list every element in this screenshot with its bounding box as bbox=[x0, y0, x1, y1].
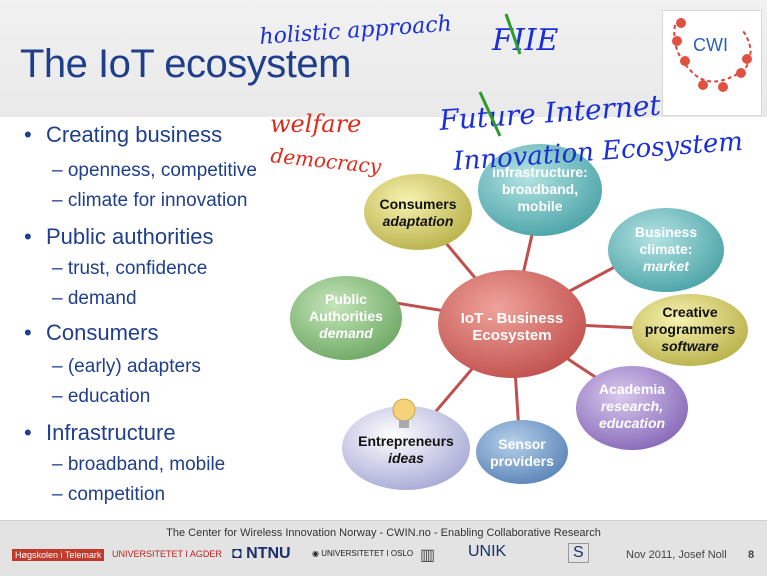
infrastructure-label: infrastructure: broadband, mobile bbox=[492, 164, 588, 214]
cwi-logo-graphic: CWI bbox=[672, 18, 752, 92]
logo-telemark: Høgskolen i Telemark bbox=[12, 549, 105, 561]
bullet-label: Creating business bbox=[46, 122, 223, 147]
logo-oslo: ◉ UNIVERSITETET I OSLO bbox=[312, 549, 414, 558]
sub-bullet: – education bbox=[52, 386, 151, 407]
footer-date-author: Nov 2011, Josef Noll bbox=[626, 549, 727, 561]
bullet-item: •Creating business bbox=[24, 122, 223, 147]
node-consumers bbox=[364, 174, 472, 250]
logo-agder: UNIVERSITETET I AGDER bbox=[112, 549, 222, 559]
node-public-authorities bbox=[290, 276, 402, 360]
cwi-logo: CWI bbox=[662, 10, 762, 116]
sub-bullet-text: (early) adapters bbox=[67, 356, 201, 377]
sub-bullet-text: climate for innovation bbox=[67, 190, 248, 211]
building-icon: ▥ bbox=[420, 547, 436, 564]
bullet-label: Consumers bbox=[46, 320, 159, 345]
center-label: IoT - Business Ecosystem bbox=[460, 310, 564, 344]
cwi-logo-text: CWI bbox=[693, 35, 728, 55]
sub-bullet: – (early) adapters bbox=[52, 356, 201, 377]
sub-bullet-text: competition bbox=[67, 484, 166, 505]
sub-bullet: – broadband, mobile bbox=[52, 454, 226, 475]
sensor-label: Sensor providers bbox=[490, 436, 554, 469]
bullet-label: Infrastructure bbox=[46, 420, 176, 445]
logo-unik: UNIK bbox=[468, 543, 507, 560]
bullet-item: •Infrastructure bbox=[24, 420, 176, 445]
node-academia bbox=[576, 366, 688, 450]
creative-label: Creative programmers software bbox=[644, 304, 736, 354]
page-number: 8 bbox=[748, 549, 755, 561]
sub-bullet: – openness, competitive bbox=[52, 160, 257, 181]
node-center bbox=[438, 270, 586, 378]
sub-bullet-text: openness, competitive bbox=[67, 160, 257, 181]
sub-bullet: – trust, confidence bbox=[52, 258, 208, 279]
logo-s: S bbox=[568, 543, 589, 563]
business-climate-label: Business climate: market bbox=[634, 224, 698, 274]
bullet-label: Public authorities bbox=[46, 224, 214, 249]
node-entrepreneurs bbox=[342, 406, 470, 490]
sub-bullet-text: education bbox=[67, 386, 151, 407]
footer: The Center for Wireless Innovation Norwa… bbox=[0, 520, 767, 576]
lightbulb-icon bbox=[392, 398, 416, 428]
logo-ntnu: ◘ NTNU bbox=[232, 545, 291, 562]
footer-text: The Center for Wireless Innovation Norwa… bbox=[166, 527, 601, 539]
sub-bullet-text: trust, confidence bbox=[67, 258, 208, 279]
sub-bullet: – climate for innovation bbox=[52, 190, 248, 211]
consumers-label: Consumers adaptation bbox=[379, 196, 457, 229]
node-business-climate bbox=[608, 208, 724, 292]
academia-label: Academia research, education bbox=[598, 381, 666, 431]
public-authorities-label: Public Authorities demand bbox=[309, 291, 383, 341]
sub-bullet-text: demand bbox=[67, 288, 137, 309]
sub-bullet-text: broadband, mobile bbox=[67, 454, 226, 475]
node-infrastructure bbox=[478, 144, 602, 236]
title-band bbox=[0, 0, 767, 117]
entrepreneurs-label: Entrepreneurs ideas bbox=[358, 433, 454, 466]
node-creative bbox=[632, 294, 748, 366]
bullet-item: •Consumers bbox=[24, 320, 159, 345]
sub-bullet: – competition bbox=[52, 484, 166, 505]
sub-bullet: – demand bbox=[52, 288, 137, 309]
bullet-item: •Public authorities bbox=[24, 224, 214, 249]
slide-title: The IoT ecosystem bbox=[20, 42, 351, 86]
node-sensor bbox=[476, 420, 568, 484]
